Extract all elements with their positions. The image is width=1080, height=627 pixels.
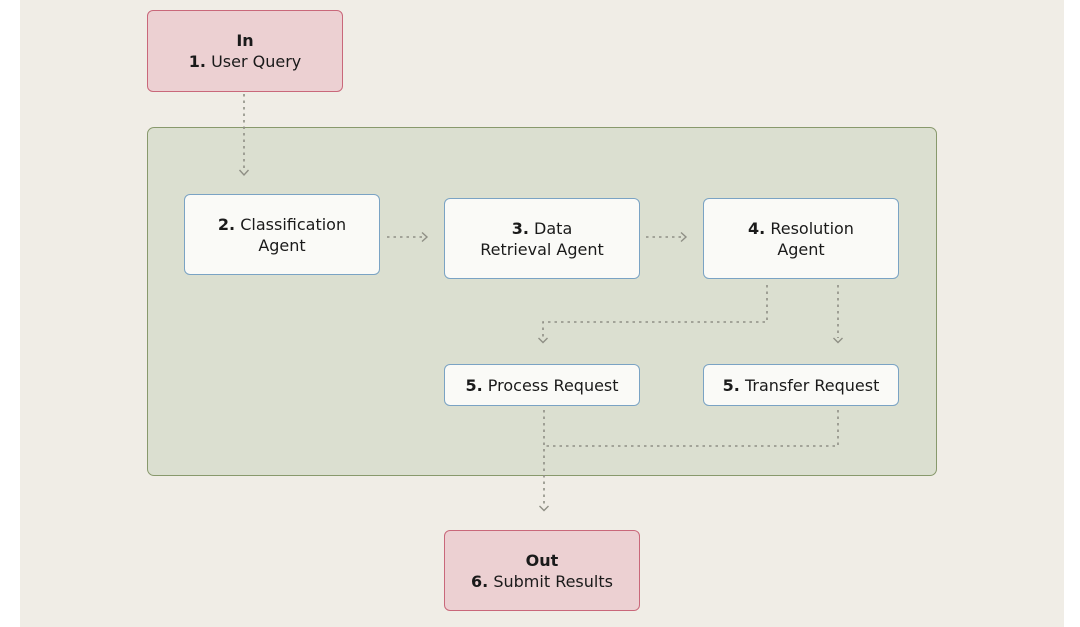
input-label: User Query bbox=[211, 52, 302, 71]
output-label: Submit Results bbox=[493, 571, 613, 591]
retrieval-label-line2: Retrieval Agent bbox=[480, 239, 604, 259]
input-node: In 1. User Query bbox=[147, 10, 343, 92]
transfer-number: 5. bbox=[722, 375, 740, 395]
resolution-agent-node: 4. Resolution Agent bbox=[703, 198, 899, 279]
output-number: 6. bbox=[471, 571, 489, 591]
input-header: In bbox=[236, 31, 254, 50]
resolution-label-line1: Resolution bbox=[770, 218, 854, 238]
data-retrieval-agent-node: 3. Data Retrieval Agent bbox=[444, 198, 640, 279]
classification-number: 2. bbox=[217, 214, 236, 234]
output-node: Out 6. Submit Results bbox=[444, 530, 640, 611]
input-number: 1. bbox=[188, 52, 206, 71]
process-request-node: 5. Process Request bbox=[444, 364, 640, 406]
resolution-label-line2: Agent bbox=[777, 239, 825, 259]
resolution-number: 4. bbox=[748, 218, 766, 238]
process-label: Process Request bbox=[487, 375, 619, 395]
transfer-request-node: 5. Transfer Request bbox=[703, 364, 899, 406]
classification-label-line1: Classification bbox=[240, 214, 347, 234]
output-header: Out bbox=[525, 550, 559, 570]
retrieval-label-line1: Data bbox=[534, 218, 573, 238]
retrieval-number: 3. bbox=[511, 218, 529, 238]
transfer-label: Transfer Request bbox=[744, 375, 880, 395]
classification-agent-node: 2. Classification Agent bbox=[184, 194, 380, 275]
classification-label-line2: Agent bbox=[258, 235, 306, 255]
agent-group-container bbox=[147, 127, 937, 476]
process-number: 5. bbox=[465, 375, 483, 395]
